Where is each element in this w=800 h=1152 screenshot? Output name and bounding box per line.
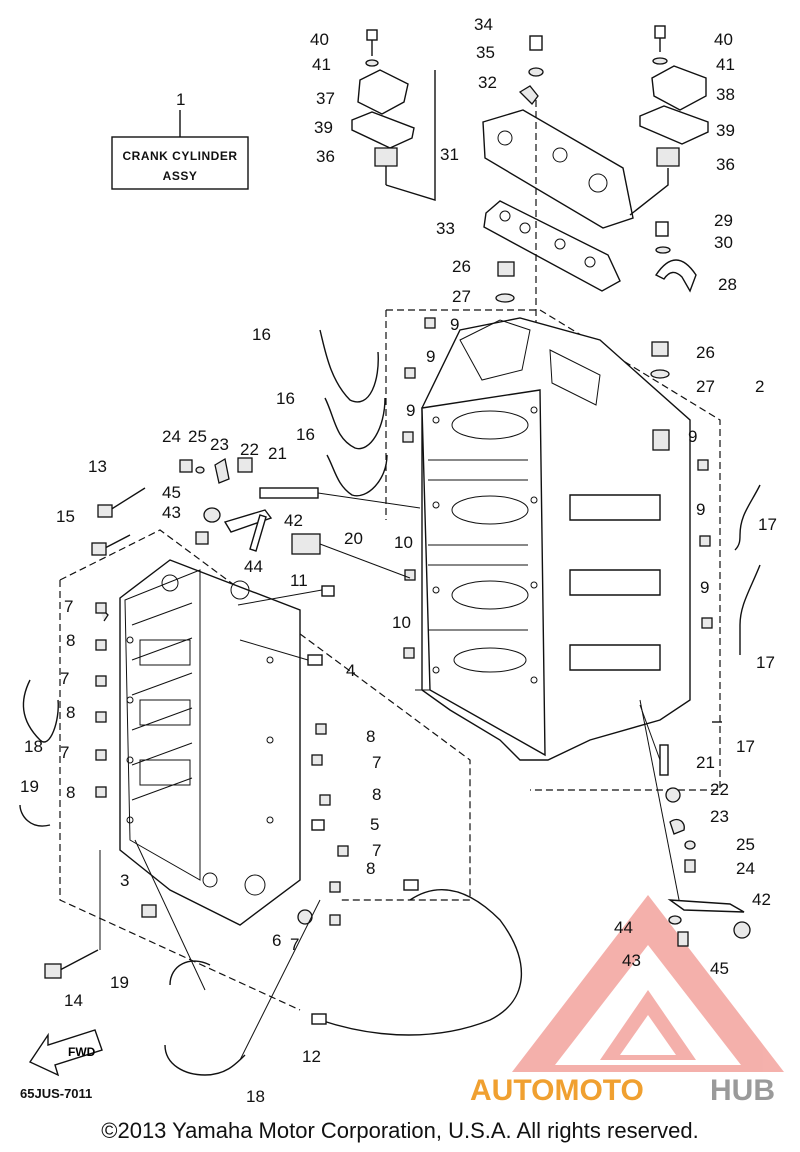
fwd-arrow-icon: FWD xyxy=(28,1029,103,1077)
callout-c8c: 8 xyxy=(66,783,75,802)
cylinder-block xyxy=(385,309,721,791)
callout-c22b: 22 xyxy=(710,780,729,799)
callout-c1: 1 xyxy=(176,90,185,109)
callout-c43a: 43 xyxy=(162,503,181,522)
callout-c33: 33 xyxy=(436,219,455,238)
callout-c12: 12 xyxy=(302,1047,321,1066)
callout-c27a: 27 xyxy=(452,287,471,306)
callout-c16a: 16 xyxy=(252,325,271,344)
callout-c13: 13 xyxy=(88,457,107,476)
callout-c9e: 9 xyxy=(696,500,705,519)
callout-c6: 6 xyxy=(272,931,281,950)
callout-c22a: 22 xyxy=(240,440,259,459)
callout-c7c: 7 xyxy=(60,743,69,762)
callout-c16b: 16 xyxy=(276,389,295,408)
callout-c19b: 19 xyxy=(110,973,129,992)
callout-c32: 32 xyxy=(478,73,497,92)
callout-c38: 38 xyxy=(716,85,735,104)
callout-c18b: 18 xyxy=(246,1087,265,1106)
callout-c8e: 8 xyxy=(372,785,381,804)
callout-c31: 31 xyxy=(440,145,459,164)
callout-c10a: 10 xyxy=(394,533,413,552)
callout-labels: 4041373936134353231334041383936293028262… xyxy=(20,15,777,1106)
callout-c40a: 40 xyxy=(310,30,329,49)
callout-c27b: 27 xyxy=(696,377,715,396)
callout-c29: 29 xyxy=(714,211,733,230)
box-label-line1: CRANK CYLINDER xyxy=(123,149,238,163)
callout-c42b: 42 xyxy=(752,890,771,909)
callout-c41b: 41 xyxy=(716,55,735,74)
callout-c25b: 25 xyxy=(736,835,755,854)
callout-c18a: 18 xyxy=(24,737,43,756)
callout-c14: 14 xyxy=(64,991,83,1010)
top-cover-parts xyxy=(351,25,709,379)
callout-c7d: 7 xyxy=(372,753,381,772)
callout-c11: 11 xyxy=(290,571,308,590)
callout-c35: 35 xyxy=(476,43,495,62)
box-label-line2: ASSY xyxy=(163,169,198,183)
callout-c45a: 45 xyxy=(162,483,181,502)
callout-c26b: 26 xyxy=(696,343,715,362)
callout-c44a: 44 xyxy=(244,557,263,576)
callout-c7f: 7 xyxy=(290,935,299,954)
callout-c21a: 21 xyxy=(268,444,287,463)
watermark-text: AUTOMOTO HUB xyxy=(470,1074,775,1107)
assembly-label-box: CRANK CYLINDER ASSY xyxy=(111,110,249,190)
callout-c7b: 7 xyxy=(60,669,69,688)
crankcase-left xyxy=(59,529,471,1011)
callout-c36a: 36 xyxy=(316,147,335,166)
callout-c23a: 23 xyxy=(210,435,229,454)
callout-c5: 5 xyxy=(370,815,379,834)
callout-c17b: 17 xyxy=(756,653,775,672)
callout-c24a: 24 xyxy=(162,427,181,446)
callout-c2: 2 xyxy=(755,377,764,396)
callout-c15: 15 xyxy=(56,507,75,526)
fwd-label: FWD xyxy=(68,1045,96,1059)
figure-code: 65JUS-7011 xyxy=(20,1086,92,1101)
callout-c23b: 23 xyxy=(710,807,729,826)
callout-c3: 3 xyxy=(120,871,129,890)
callout-c8f: 8 xyxy=(366,859,375,878)
callout-c9a: 9 xyxy=(450,315,459,334)
callout-c37: 37 xyxy=(316,89,335,108)
callout-c26a: 26 xyxy=(452,257,471,276)
callout-c21b: 21 xyxy=(696,753,715,772)
callout-c10b: 10 xyxy=(392,613,411,632)
callout-c8d: 8 xyxy=(366,727,375,746)
callout-c44b: 44 xyxy=(614,918,633,937)
callout-c36b: 36 xyxy=(716,155,735,174)
callout-c28: 28 xyxy=(718,275,737,294)
watermark-part2: HUB xyxy=(710,1074,775,1107)
callout-c7e: 7 xyxy=(372,841,381,860)
small-parts xyxy=(19,329,761,1076)
callout-c43b: 43 xyxy=(622,951,641,970)
callout-c16c: 16 xyxy=(296,425,315,444)
callout-c9c: 9 xyxy=(406,401,415,420)
callout-c30: 30 xyxy=(714,233,733,252)
callout-c45b: 45 xyxy=(710,959,729,978)
copyright-footer: ©2013 Yamaha Motor Corporation, U.S.A. A… xyxy=(101,1118,699,1143)
watermark-part1: AUTOMOTO xyxy=(470,1074,644,1107)
callout-c8b: 8 xyxy=(66,703,75,722)
callout-c34: 34 xyxy=(474,15,493,34)
callout-c17c: 17 xyxy=(736,737,755,756)
callout-c41a: 41 xyxy=(312,55,331,74)
callout-c8a: 8 xyxy=(66,631,75,650)
callout-c39a: 39 xyxy=(314,118,333,137)
callout-c20: 20 xyxy=(344,529,363,548)
callout-c39b: 39 xyxy=(716,121,735,140)
callout-c17a: 17 xyxy=(758,515,777,534)
callout-c4: 4 xyxy=(346,661,355,680)
callout-c19a: 19 xyxy=(20,777,39,796)
callout-c9b: 9 xyxy=(426,347,435,366)
callout-c25a: 25 xyxy=(188,427,207,446)
callout-c40b: 40 xyxy=(714,30,733,49)
callout-c7a: 7 xyxy=(64,597,73,616)
callout-c24b: 24 xyxy=(736,859,755,878)
callout-c9f: 9 xyxy=(700,578,709,597)
callout-c9d: 9 xyxy=(688,427,697,446)
watermark-logo xyxy=(512,895,784,1072)
callout-c42a: 42 xyxy=(284,511,303,530)
